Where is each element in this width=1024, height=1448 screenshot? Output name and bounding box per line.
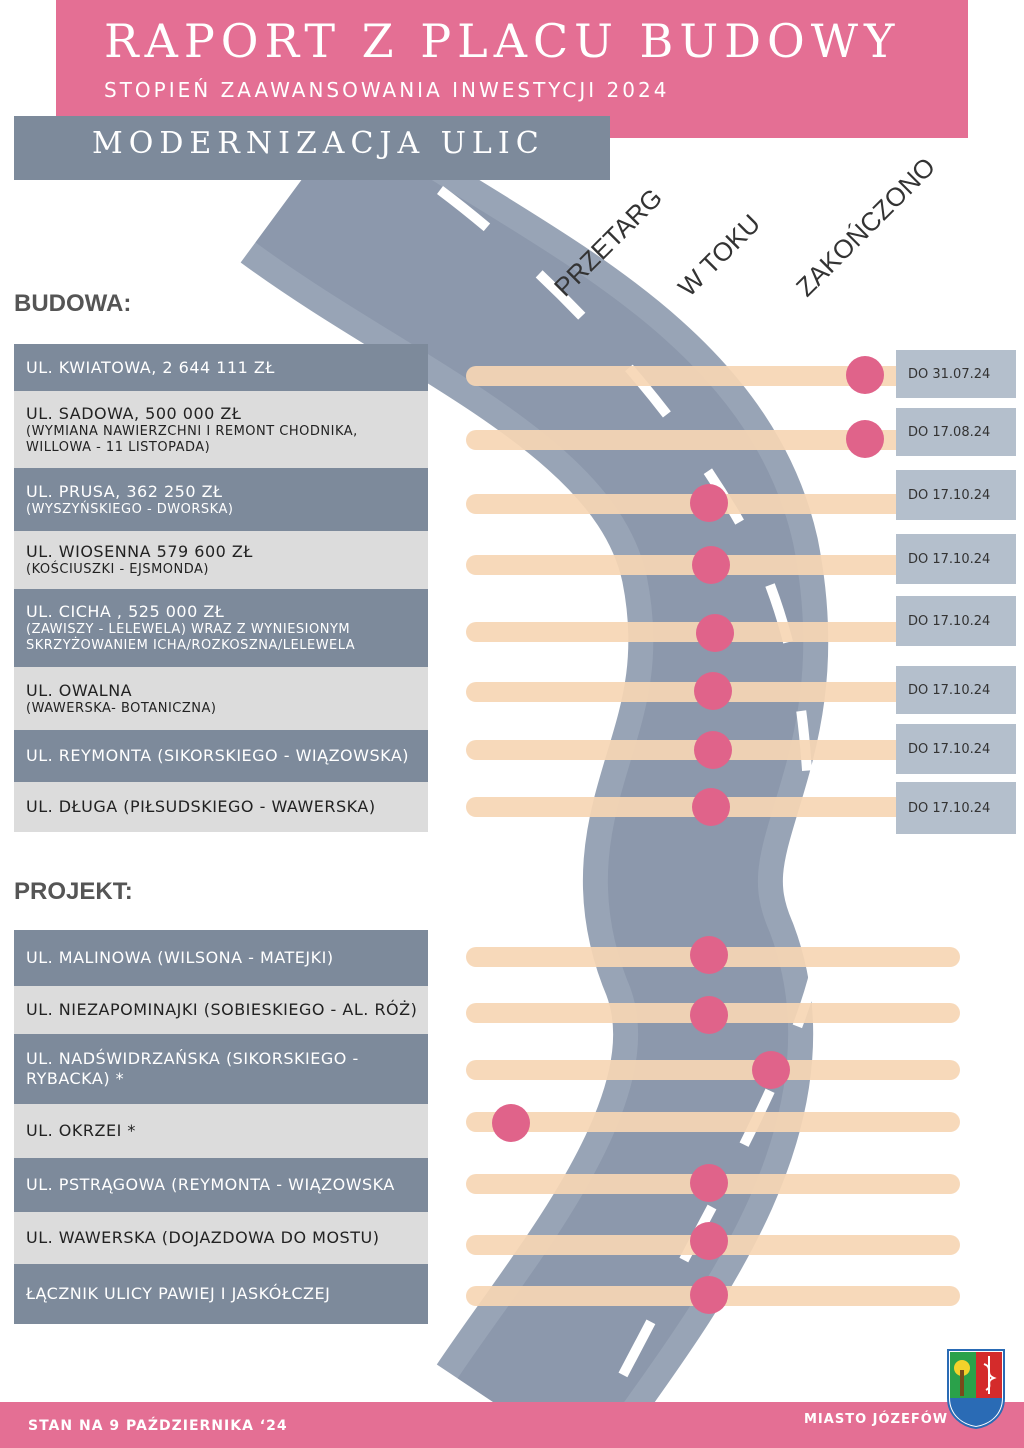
section-banner <box>14 116 610 180</box>
row-title: UL. WIOSENNA 579 600 ZŁ <box>26 542 253 561</box>
row-title-cont: RYBACKA) * <box>26 1069 125 1088</box>
budowa-row: UL. REYMONTA (SIKORSKIEGO - WIĄZOWSKA) <box>14 730 428 782</box>
budowa-row: UL. WIOSENNA 579 600 ZŁ (KOŚCIUSZKI - EJ… <box>14 531 428 589</box>
city-name: MIASTO JÓZEFÓW <box>804 1412 949 1427</box>
progress-track <box>466 366 960 386</box>
projekt-row: UL. NIEZAPOMINAJKI (SOBIESKIEGO - AL. RÓ… <box>14 986 428 1034</box>
status-marker <box>752 1051 790 1089</box>
status-marker <box>692 788 730 826</box>
footer-bar <box>0 1402 1024 1448</box>
projekt-row: UL. PSTRĄGOWA (REYMONTA - WIĄZOWSKA <box>14 1158 428 1212</box>
row-title: UL. NADŚWIDRZAŃSKA (SIKORSKIEGO - <box>26 1049 359 1068</box>
row-detail: (WYSZYŃSKIEGO - DWORSKA) <box>26 501 234 517</box>
row-detail: (KOŚCIUSZKI - EJSMONDA) <box>26 562 209 577</box>
status-marker <box>690 1164 728 1202</box>
status-date: STAN NA 9 PAŹDZIERNIKA ‘24 <box>28 1418 288 1434</box>
status-marker <box>690 936 728 974</box>
row-title: UL. CICHA , 525 000 ZŁ <box>26 602 225 621</box>
status-marker <box>846 420 884 458</box>
projekt-row: UL. MALINOWA (WILSONA - MATEJKI) <box>14 930 428 986</box>
progress-track <box>466 1060 960 1080</box>
deadline-badge: DO 17.10.24 <box>896 470 1016 520</box>
deadline-badge: DO 17.10.24 <box>896 596 1016 646</box>
budowa-row: UL. PRUSA, 362 250 ZŁ (WYSZYŃSKIEGO - DW… <box>14 468 428 531</box>
group-heading-budowa: BUDOWA: <box>14 290 132 317</box>
row-title: UL. REYMONTA (SIKORSKIEGO - WIĄZOWSKA) <box>26 746 409 765</box>
status-marker <box>696 614 734 652</box>
status-marker <box>692 546 730 584</box>
budowa-row: UL. CICHA , 525 000 ZŁ (ZAWISZY - LELEWE… <box>14 589 428 667</box>
status-marker <box>846 356 884 394</box>
projekt-row: UL. OKRZEI * <box>14 1104 428 1158</box>
status-marker <box>694 672 732 710</box>
report-title: RAPORT Z PLACU BUDOWY <box>104 14 901 68</box>
deadline-badge: DO 17.10.24 <box>896 782 1016 834</box>
projekt-row: UL. WAWERSKA (DOJAZDOWA DO MOSTU) <box>14 1212 428 1264</box>
deadline-badge: DO 17.10.24 <box>896 724 1016 774</box>
section-title: MODERNIZACJA ULIC <box>92 126 545 161</box>
projekt-row: UL. NADŚWIDRZAŃSKA (SIKORSKIEGO - RYBACK… <box>14 1034 428 1104</box>
header-banner <box>56 0 968 138</box>
budowa-row: UL. DŁUGA (PIŁSUDSKIEGO - WAWERSKA) <box>14 782 428 832</box>
status-marker <box>690 1222 728 1260</box>
row-title: UL. NIEZAPOMINAJKI (SOBIESKIEGO - AL. RÓ… <box>26 1000 418 1019</box>
row-title: UL. DŁUGA (PIŁSUDSKIEGO - WAWERSKA) <box>26 797 376 816</box>
status-marker <box>694 731 732 769</box>
row-title: UL. SADOWA, 500 000 ZŁ <box>26 403 242 423</box>
row-detail: (WYMIANA NAWIERZCHNI I REMONT CHODNIKA, <box>26 423 358 439</box>
row-title: ŁĄCZNIK ULICY PAWIEJ I JASKÓŁCZEJ <box>26 1284 331 1303</box>
projekt-row: ŁĄCZNIK ULICY PAWIEJ I JASKÓŁCZEJ <box>14 1264 428 1324</box>
group-heading-projekt: PROJEKT: <box>14 878 133 905</box>
deadline-badge: DO 17.10.24 <box>896 534 1016 584</box>
status-marker <box>690 484 728 522</box>
budowa-row: UL. SADOWA, 500 000 ZŁ (WYMIANA NAWIERZC… <box>14 391 428 468</box>
row-detail: (ZAWISZY - LELEWELA) WRAZ Z WYNIESIONYM <box>26 622 351 637</box>
row-title: UL. KWIATOWA, 2 644 111 ZŁ <box>26 357 275 377</box>
budowa-row: UL. OWALNA (WAWERSKA- BOTANICZNA) <box>14 667 428 730</box>
progress-track <box>466 1112 960 1132</box>
row-detail: (WAWERSKA- BOTANICZNA) <box>26 700 217 716</box>
progress-track <box>466 430 960 450</box>
row-detail: SKRZYŻOWANIEM ICHA/ROZKOSZNA/LELEWELA <box>26 638 356 653</box>
status-marker <box>690 1276 728 1314</box>
report-subtitle: STOPIEŃ ZAAWANSOWANIA INWESTYCJI 2024 <box>104 78 670 102</box>
deadline-badge: DO 31.07.24 <box>896 350 1016 398</box>
status-marker <box>690 996 728 1034</box>
row-title: UL. MALINOWA (WILSONA - MATEJKI) <box>26 948 334 967</box>
row-title: UL. WAWERSKA (DOJAZDOWA DO MOSTU) <box>26 1228 380 1247</box>
row-title: UL. PRUSA, 362 250 ZŁ <box>26 481 223 501</box>
row-title: UL. PSTRĄGOWA (REYMONTA - WIĄZOWSKA <box>26 1175 395 1194</box>
row-detail: WILLOWA - 11 LISTOPADA) <box>26 439 211 455</box>
budowa-row: UL. KWIATOWA, 2 644 111 ZŁ <box>14 344 428 391</box>
józefów-crest-icon <box>947 1349 1005 1430</box>
status-marker <box>492 1104 530 1142</box>
row-title: UL. OKRZEI * <box>26 1121 136 1140</box>
deadline-badge: DO 17.10.24 <box>896 666 1016 714</box>
deadline-badge: DO 17.08.24 <box>896 408 1016 456</box>
row-title: UL. OWALNA <box>26 680 133 700</box>
